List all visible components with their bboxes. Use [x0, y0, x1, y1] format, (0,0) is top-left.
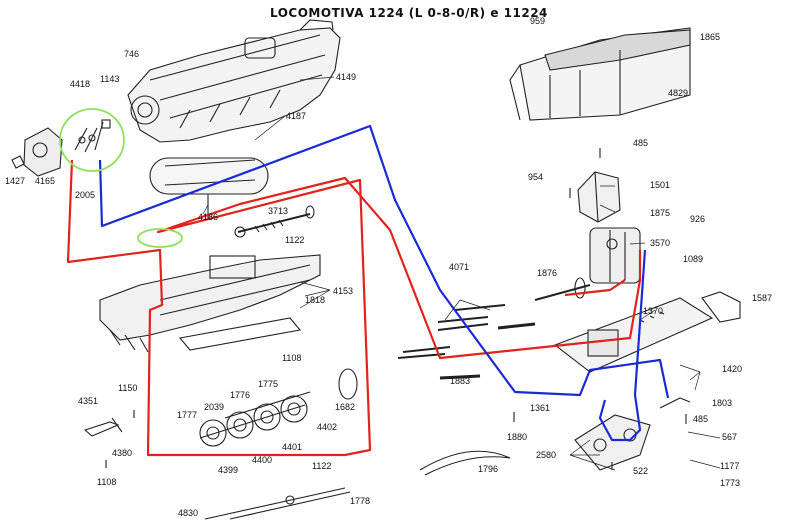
- highlight-circle-levers: [59, 108, 125, 172]
- front-buffer-drawing: [11, 127, 63, 177]
- part-label-1108-lower: 1108: [97, 477, 117, 487]
- part-label-1370: 1370: [643, 306, 664, 316]
- part-label-1587: 1587: [752, 293, 773, 303]
- part-label-4418: 4418: [70, 79, 91, 89]
- part-label-954: 954: [528, 172, 544, 182]
- bracket-drawing: [701, 291, 741, 323]
- part-label-2005: 2005: [75, 190, 96, 200]
- part-label-1876: 1876: [537, 268, 558, 278]
- part-label-4400: 4400: [252, 455, 273, 465]
- contact-spring-drawing: [659, 397, 691, 409]
- small-levers-drawing: [74, 119, 111, 153]
- part-label-4380: 4380: [112, 448, 133, 458]
- part-label-959: 959: [530, 16, 546, 26]
- shaft-drawing: [234, 205, 315, 238]
- boiler-cylinder-drawing: [149, 157, 269, 212]
- part-label-1865: 1865: [700, 32, 721, 42]
- part-label-1177: 1177: [720, 461, 740, 471]
- part-label-1682: 1682: [335, 402, 356, 412]
- part-label-1150: 1150: [118, 383, 138, 393]
- part-label-4153: 4153: [333, 286, 354, 296]
- part-label-4165: 4165: [35, 176, 56, 186]
- motor-drawing: [589, 227, 641, 284]
- bogie-drawing: [574, 414, 651, 471]
- blue-wire: [98, 124, 670, 399]
- red-wire: [66, 159, 642, 457]
- part-label-567: 567: [722, 432, 738, 442]
- part-label-1773: 1773: [720, 478, 741, 488]
- wiring: [66, 124, 670, 457]
- part-label-1122-lower: 1122: [312, 461, 332, 471]
- part-label-1778: 1778: [350, 496, 371, 506]
- tender-drawing: [509, 27, 691, 121]
- part-label-3713: 3713: [268, 206, 289, 216]
- part-label-1775: 1775: [258, 379, 279, 389]
- part-label-4399: 4399: [218, 465, 239, 475]
- connecting-rod-drawing: [204, 487, 351, 520]
- part-label-1777: 1777: [177, 410, 198, 420]
- tender-chassis-drawing: [553, 297, 714, 373]
- coupling-ring-drawing: [338, 368, 358, 400]
- part-label-746: 746: [124, 49, 140, 59]
- part-label-1420: 1420: [722, 364, 743, 374]
- diagram-title: LOCOMOTIVA 1224 (L 0-8-0/R) e 11224: [270, 6, 548, 20]
- part-label-4149: 4149: [336, 72, 357, 82]
- part-label-926: 926: [690, 214, 706, 224]
- part-label-1875: 1875: [650, 208, 671, 218]
- chassis-frame-drawing: [99, 254, 321, 353]
- part-label-1361: 1361: [530, 403, 551, 413]
- part-label-4830: 4830: [178, 508, 199, 518]
- part-label-1501: 1501: [650, 180, 671, 190]
- part-label-1108-upper: 1108: [282, 353, 302, 363]
- part-label-1803: 1803: [712, 398, 733, 408]
- spring-wire-drawing: [419, 450, 511, 476]
- part-label-1883: 1883: [450, 376, 471, 386]
- part-label-4186: 4186: [198, 212, 219, 222]
- rods-drawing: [397, 304, 536, 380]
- part-label-1818: 1818: [305, 295, 326, 305]
- part-label-1796: 1796: [478, 464, 499, 474]
- part-label-4401: 4401: [282, 442, 303, 452]
- part-label-2039: 2039: [204, 402, 225, 412]
- leader-lines: [202, 76, 721, 471]
- part-label-1089: 1089: [683, 254, 704, 264]
- red-wire-tender: [564, 279, 626, 297]
- valve-gear-drawing: [83, 417, 123, 437]
- part-label-4351: 4351: [78, 396, 99, 406]
- part-label-4402: 4402: [317, 422, 338, 432]
- part-label-4187: 4187: [286, 111, 307, 121]
- highlight-circle-wire: [137, 228, 183, 248]
- part-label-1143: 1143: [100, 74, 120, 84]
- part-label-522: 522: [633, 466, 649, 476]
- part-label-4071: 4071: [449, 262, 470, 272]
- part-label-3570: 3570: [650, 238, 671, 248]
- highlight-marks: [59, 108, 183, 248]
- part-label-485-upper: 485: [633, 138, 649, 148]
- line-art: [11, 19, 741, 520]
- wheelset-drawing: [199, 391, 311, 447]
- part-label-4829: 4829: [668, 88, 689, 98]
- part-label-2580: 2580: [536, 450, 557, 460]
- motor-cover-drawing: [577, 171, 621, 223]
- part-label-1880: 1880: [507, 432, 528, 442]
- blue-wire-bogie: [598, 249, 647, 442]
- part-label-1122-upper: 1122: [285, 235, 305, 245]
- part-label-1427: 1427: [5, 176, 26, 186]
- worm-shaft-drawing: [534, 277, 591, 301]
- part-label-1776: 1776: [230, 390, 251, 400]
- locomotive-body-drawing: [127, 19, 341, 143]
- part-label-485-lower: 485: [693, 414, 709, 424]
